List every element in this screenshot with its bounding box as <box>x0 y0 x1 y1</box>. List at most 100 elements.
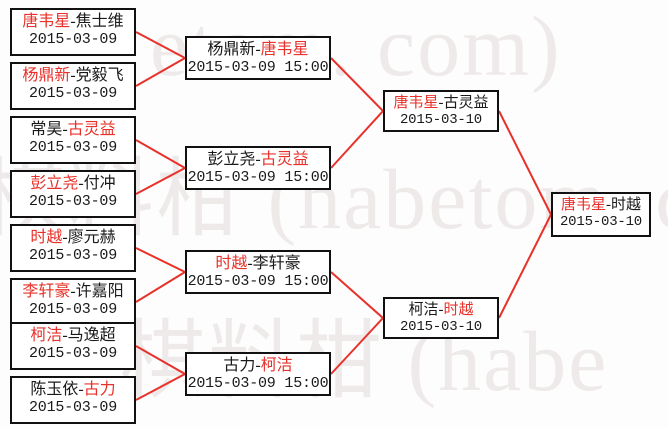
player-separator: - <box>70 13 76 30</box>
player-winner: 古灵益 <box>260 151 309 168</box>
match-players: 杨鼎新-唐韦星 <box>187 41 329 59</box>
match-date: 2015-03-09 <box>28 192 117 210</box>
match-players: 彭立尧-古灵益 <box>187 151 329 169</box>
player-winner: 唐韦星 <box>393 95 439 111</box>
player-loser: 廖元赫 <box>67 229 116 246</box>
player-separator: - <box>70 283 76 300</box>
match-date: 2015-03-09 15:00 <box>187 374 329 392</box>
connector-line <box>135 345 186 375</box>
player-separator: - <box>255 151 261 168</box>
connector-line <box>135 373 186 401</box>
match-players: 唐韦星-时越 <box>553 197 649 214</box>
player-winner: 杨鼎新 <box>22 67 71 84</box>
connector-line <box>135 139 186 169</box>
player-winner: 唐韦星 <box>22 13 71 30</box>
match-date: 2015-03-09 <box>28 138 117 156</box>
player-loser: 焦士维 <box>75 13 124 30</box>
match-players: 柯洁-时越 <box>385 302 497 319</box>
player-loser: 许嘉阳 <box>75 283 124 300</box>
player-winner: 古灵益 <box>67 121 116 138</box>
match-players: 柯洁-马逸超 <box>12 327 134 345</box>
match-date: 2015-03-09 15:00 <box>187 168 329 186</box>
player-separator: - <box>78 175 84 192</box>
player-winner: 时越 <box>215 255 248 272</box>
match-players: 时越-李轩豪 <box>187 255 329 273</box>
match-date: 2015-03-09 <box>28 398 117 416</box>
match-date: 2015-03-09 <box>28 300 117 318</box>
player-loser: 古力 <box>223 357 256 374</box>
connector-line <box>330 271 384 319</box>
player-loser: 付冲 <box>83 175 116 192</box>
player-loser: 马逸超 <box>67 327 116 344</box>
player-separator: - <box>438 302 444 318</box>
match-date: 2015-03-09 <box>28 246 117 264</box>
match-date: 2015-03-10 <box>559 213 642 230</box>
player-loser: 党毅飞 <box>75 67 124 84</box>
connector-line <box>135 57 186 87</box>
player-separator: - <box>438 95 444 111</box>
player-separator: - <box>78 381 84 398</box>
connector-line <box>330 317 384 375</box>
player-loser: 杨鼎新 <box>207 41 256 58</box>
player-separator: - <box>255 41 261 58</box>
match-players: 陈玉依-古力 <box>12 381 134 399</box>
connector-line <box>135 31 186 59</box>
player-winner: 唐韦星 <box>560 197 606 213</box>
match-players: 唐韦星-古灵益 <box>385 95 497 112</box>
match-date: 2015-03-09 15:00 <box>187 58 329 76</box>
player-winner: 时越 <box>443 302 474 318</box>
player-winner: 彭立尧 <box>30 175 79 192</box>
player-separator: - <box>70 67 76 84</box>
connector-line <box>330 57 384 112</box>
player-separator: - <box>255 357 261 374</box>
connector-line <box>498 110 552 215</box>
match-players: 唐韦星-焦士维 <box>12 13 134 31</box>
connector-line <box>135 167 186 195</box>
player-separator: - <box>606 197 611 213</box>
match-date: 2015-03-09 <box>28 84 117 102</box>
player-loser: 陈玉依 <box>30 381 79 398</box>
player-winner: 柯洁 <box>260 357 293 374</box>
player-loser: 柯洁 <box>408 302 439 318</box>
player-loser: 古灵益 <box>443 95 489 111</box>
player-loser: 常昊 <box>30 121 63 138</box>
player-separator: - <box>62 229 68 246</box>
player-winner: 时越 <box>30 229 63 246</box>
match-date: 2015-03-09 <box>28 344 117 362</box>
player-loser: 时越 <box>611 197 642 213</box>
player-separator: - <box>62 327 68 344</box>
player-winner: 柯洁 <box>30 327 63 344</box>
connector-line <box>135 247 186 273</box>
match-players: 杨鼎新-党毅飞 <box>12 67 134 85</box>
connector-line <box>135 271 186 303</box>
match-players: 古力-柯洁 <box>187 357 329 375</box>
connector-line <box>330 110 384 169</box>
match-date: 2015-03-09 15:00 <box>187 272 329 290</box>
match-players: 时越-廖元赫 <box>12 229 134 247</box>
player-winner: 李轩豪 <box>22 283 71 300</box>
player-loser: 李轩豪 <box>252 255 301 272</box>
match-players: 彭立尧-付冲 <box>12 175 134 193</box>
player-winner: 古力 <box>83 381 116 398</box>
player-winner: 唐韦星 <box>260 41 309 58</box>
match-players: 李轩豪-许嘉阳 <box>12 283 134 301</box>
match-players: 常昊-古灵益 <box>12 121 134 139</box>
player-separator: - <box>62 121 68 138</box>
player-loser: 彭立尧 <box>207 151 256 168</box>
